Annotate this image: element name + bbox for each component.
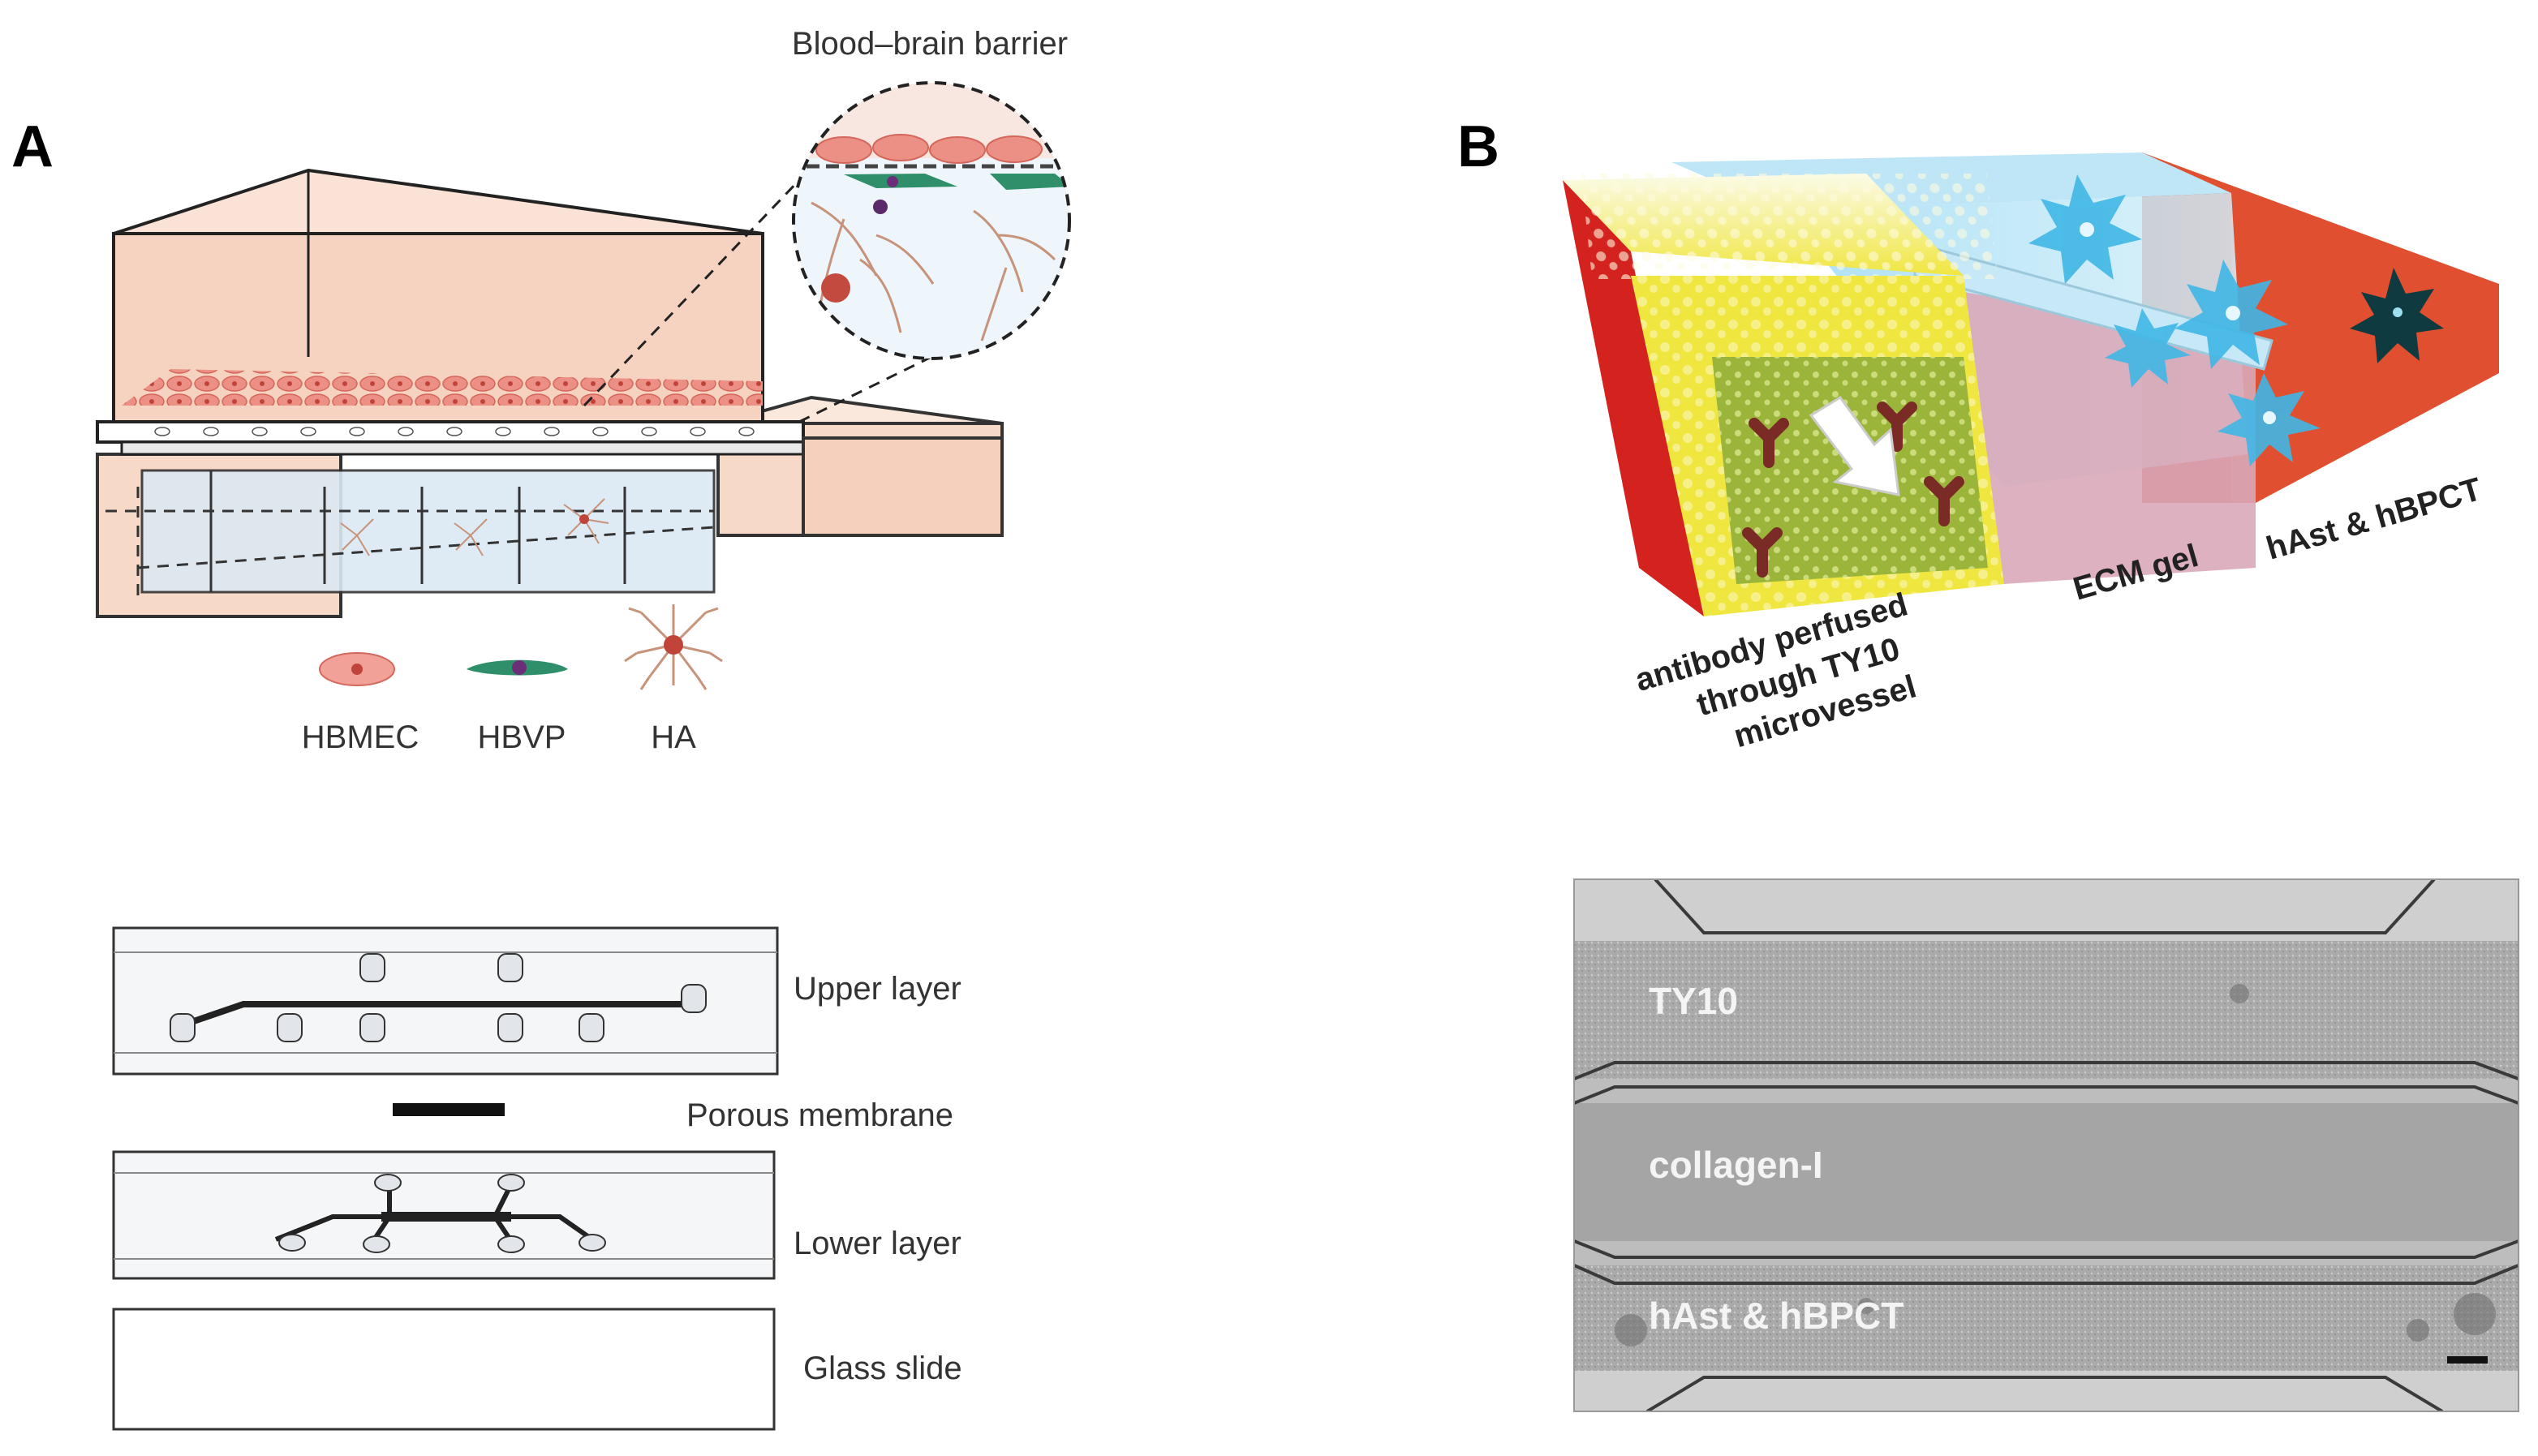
panel-a-letter: A xyxy=(11,114,54,179)
legend-hbmec: HBMEC xyxy=(302,719,419,755)
label-porous-membrane: Porous membrane xyxy=(686,1097,953,1133)
label-hast-hbpct: hAst & hBPCT xyxy=(2262,471,2485,567)
label-glass-slide: Glass slide xyxy=(803,1351,962,1386)
label-lower-layer: Lower layer xyxy=(794,1226,961,1261)
legend-ha: HA xyxy=(651,719,696,755)
bbb-zoom-inset xyxy=(792,81,1071,360)
bbb-chip-illustration xyxy=(96,168,1004,618)
bbb-title: Blood–brain barrier xyxy=(792,26,1068,62)
micro-label-collagen: collagen-I xyxy=(1649,1144,1823,1186)
microfluidic-3d-illustration xyxy=(1563,152,2499,616)
layer-stack xyxy=(112,926,779,1431)
porous-membrane-bar xyxy=(393,1103,505,1116)
micro-label-hast: hAst & hBPCT xyxy=(1649,1295,1903,1337)
legend-icons xyxy=(319,604,723,690)
micro-label-ty10: TY10 xyxy=(1649,980,1738,1022)
label-antibody-group: antibody perfused through TY10 microvess… xyxy=(1632,586,1921,754)
panel-b-letter: B xyxy=(1457,114,1499,179)
scale-bar xyxy=(2447,1356,2488,1364)
legend-hbvp: HBVP xyxy=(478,719,566,755)
ha-cell-icon xyxy=(624,604,723,690)
label-upper-layer: Upper layer xyxy=(794,971,961,1007)
zoom-guide-lines xyxy=(583,178,932,423)
glass-slide-slab xyxy=(112,1308,776,1431)
phase-contrast-micrograph xyxy=(1573,878,2519,1412)
